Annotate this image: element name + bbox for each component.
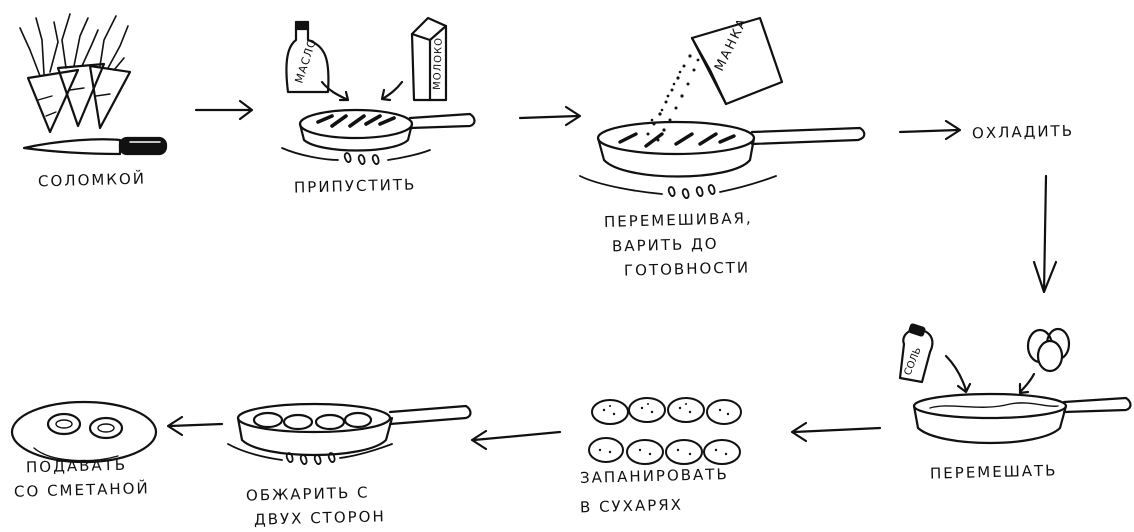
flow-arrow	[900, 121, 960, 139]
knife-icon	[24, 138, 166, 154]
step-label-cook: ПЕРЕМЕШИВАЯ,	[604, 208, 753, 232]
salt-shaker-icon: СОЛЬ	[900, 324, 932, 382]
flow-arrow	[1034, 176, 1056, 292]
semolina-grains	[647, 54, 700, 141]
frying-pan-icon	[238, 404, 471, 455]
flow-arrow	[792, 423, 880, 441]
step-label-serve: ПОДАВАТЬ	[26, 455, 128, 478]
pour-arrow	[1020, 374, 1034, 393]
flow-arrow	[196, 101, 252, 119]
eggs-icon	[1028, 329, 1069, 371]
step-label-fry: ДВУХ СТОРОН	[254, 506, 386, 529]
step-label-cook: ВАРИТЬ ДО	[612, 234, 719, 257]
plate-icon	[12, 402, 156, 462]
flow-arrow	[520, 107, 580, 125]
step-label-cool: ОХЛАДИТЬ	[972, 121, 1075, 144]
frying-pan-icon	[300, 110, 475, 151]
milk-carton-icon: МОЛОКО	[412, 18, 446, 100]
frying-pan-icon	[598, 122, 864, 177]
step-label-bread: ЗАПАНИРОВАТЬ	[580, 464, 729, 488]
patties-icon	[589, 398, 741, 464]
flow-arrow	[168, 417, 222, 435]
step-label-serve: СО СМЕТАНОЙ	[14, 478, 150, 502]
pour-arrow	[382, 82, 402, 100]
frying-pan-icon	[914, 394, 1131, 443]
step-label-simmer: ПРИПУСТИТЬ	[294, 174, 417, 197]
step-label-cook: ГОТОВНОСТИ	[624, 257, 751, 280]
semolina-bag-icon: МАНКА	[692, 15, 782, 104]
step-label-mix: ПЕРЕМЕШАТЬ	[930, 460, 1058, 483]
step-label-bread: В СУХАРЯХ	[580, 495, 683, 518]
step-label-cut: СОЛОМКОЙ	[38, 169, 146, 192]
step-label-fry: ОБЖАРИТЬ С	[246, 482, 370, 505]
flame-icon	[580, 176, 776, 198]
flow-arrow	[472, 431, 560, 449]
carrots-icon	[20, 14, 130, 132]
pour-arrow	[946, 356, 970, 392]
svg-text:МОЛОКО: МОЛОКО	[432, 37, 445, 90]
